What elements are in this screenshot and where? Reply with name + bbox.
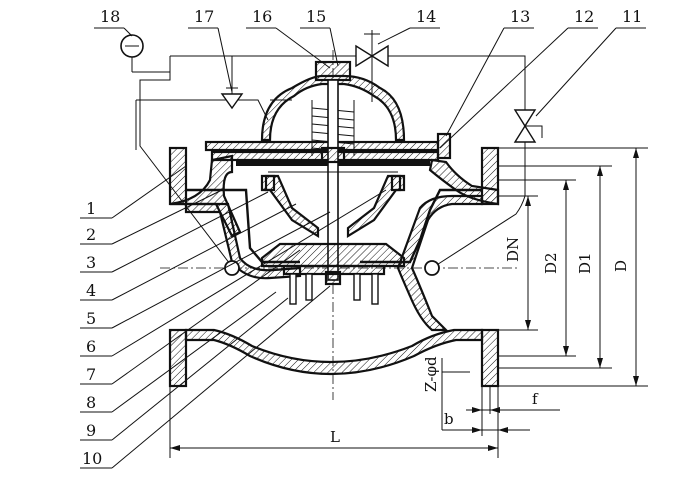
part-label-2: 2	[86, 225, 96, 244]
pressure-gauge-icon	[120, 34, 170, 73]
part-label-13: 13	[510, 7, 530, 26]
dim-label-bolt-holes: Z-φd	[422, 356, 440, 392]
leader-lines	[80, 27, 646, 469]
dimension-lines	[169, 147, 648, 458]
part-label-18: 18	[100, 7, 120, 26]
valve-disc	[260, 242, 406, 305]
outlet-port	[424, 260, 440, 276]
part-label-17: 17	[194, 7, 214, 26]
dim-label-D: D	[612, 260, 630, 272]
dimension-labels: L DN D2 D1 D Z-φd b f	[330, 237, 630, 446]
needle-valve-icon	[355, 30, 389, 102]
dim-label-D2: D2	[542, 252, 560, 274]
stem-guide	[260, 174, 320, 238]
part-label-3: 3	[86, 253, 96, 272]
filter-icon	[220, 80, 244, 110]
dim-label-f: f	[532, 390, 539, 408]
part-labels: 1 2 3 4 5 6 7 8 9 10 11 12 13 14 15 16 1…	[82, 7, 642, 468]
part-label-8: 8	[86, 393, 96, 412]
part-label-10: 10	[82, 449, 102, 468]
part-label-14: 14	[416, 7, 436, 26]
dim-label-DN: DN	[504, 237, 522, 262]
part-label-11: 11	[622, 7, 642, 26]
ball-valve-icon	[513, 109, 543, 143]
part-label-7: 7	[86, 365, 96, 384]
part-label-9: 9	[86, 421, 96, 440]
part-label-12: 12	[574, 7, 594, 26]
dim-label-D1: D1	[576, 252, 594, 274]
part-label-6: 6	[86, 337, 96, 356]
part-label-4: 4	[86, 281, 96, 300]
dim-label-L: L	[330, 428, 340, 446]
inlet-port	[224, 260, 240, 276]
part-label-16: 16	[252, 7, 272, 26]
part-label-5: 5	[86, 309, 96, 328]
dim-label-b: b	[444, 410, 454, 428]
valve-stem	[320, 79, 346, 286]
part-label-1: 1	[86, 199, 96, 218]
part-label-15: 15	[306, 7, 326, 26]
